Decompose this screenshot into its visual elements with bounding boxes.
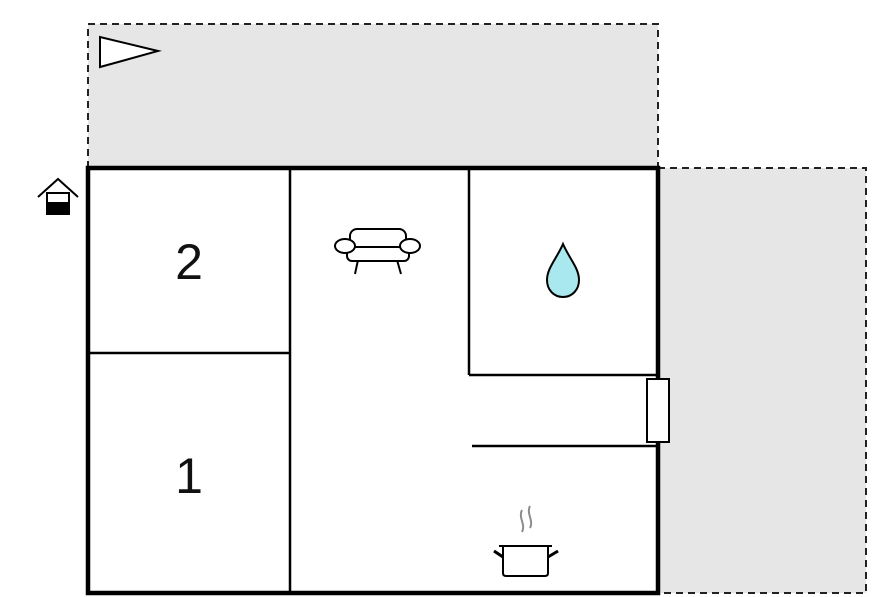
room-label-1: 1 — [175, 448, 203, 504]
terrace-right — [657, 167, 867, 594]
door-marker — [646, 378, 670, 443]
cooking-pot-icon — [493, 505, 559, 577]
terrace-top — [87, 23, 659, 169]
sofa-icon — [334, 228, 421, 275]
interior-walls — [88, 168, 658, 593]
triangle-pointer-icon — [99, 35, 162, 69]
water-drop-icon — [545, 241, 581, 299]
room-label-2: 2 — [175, 234, 203, 290]
house-entrance-icon — [37, 177, 79, 215]
